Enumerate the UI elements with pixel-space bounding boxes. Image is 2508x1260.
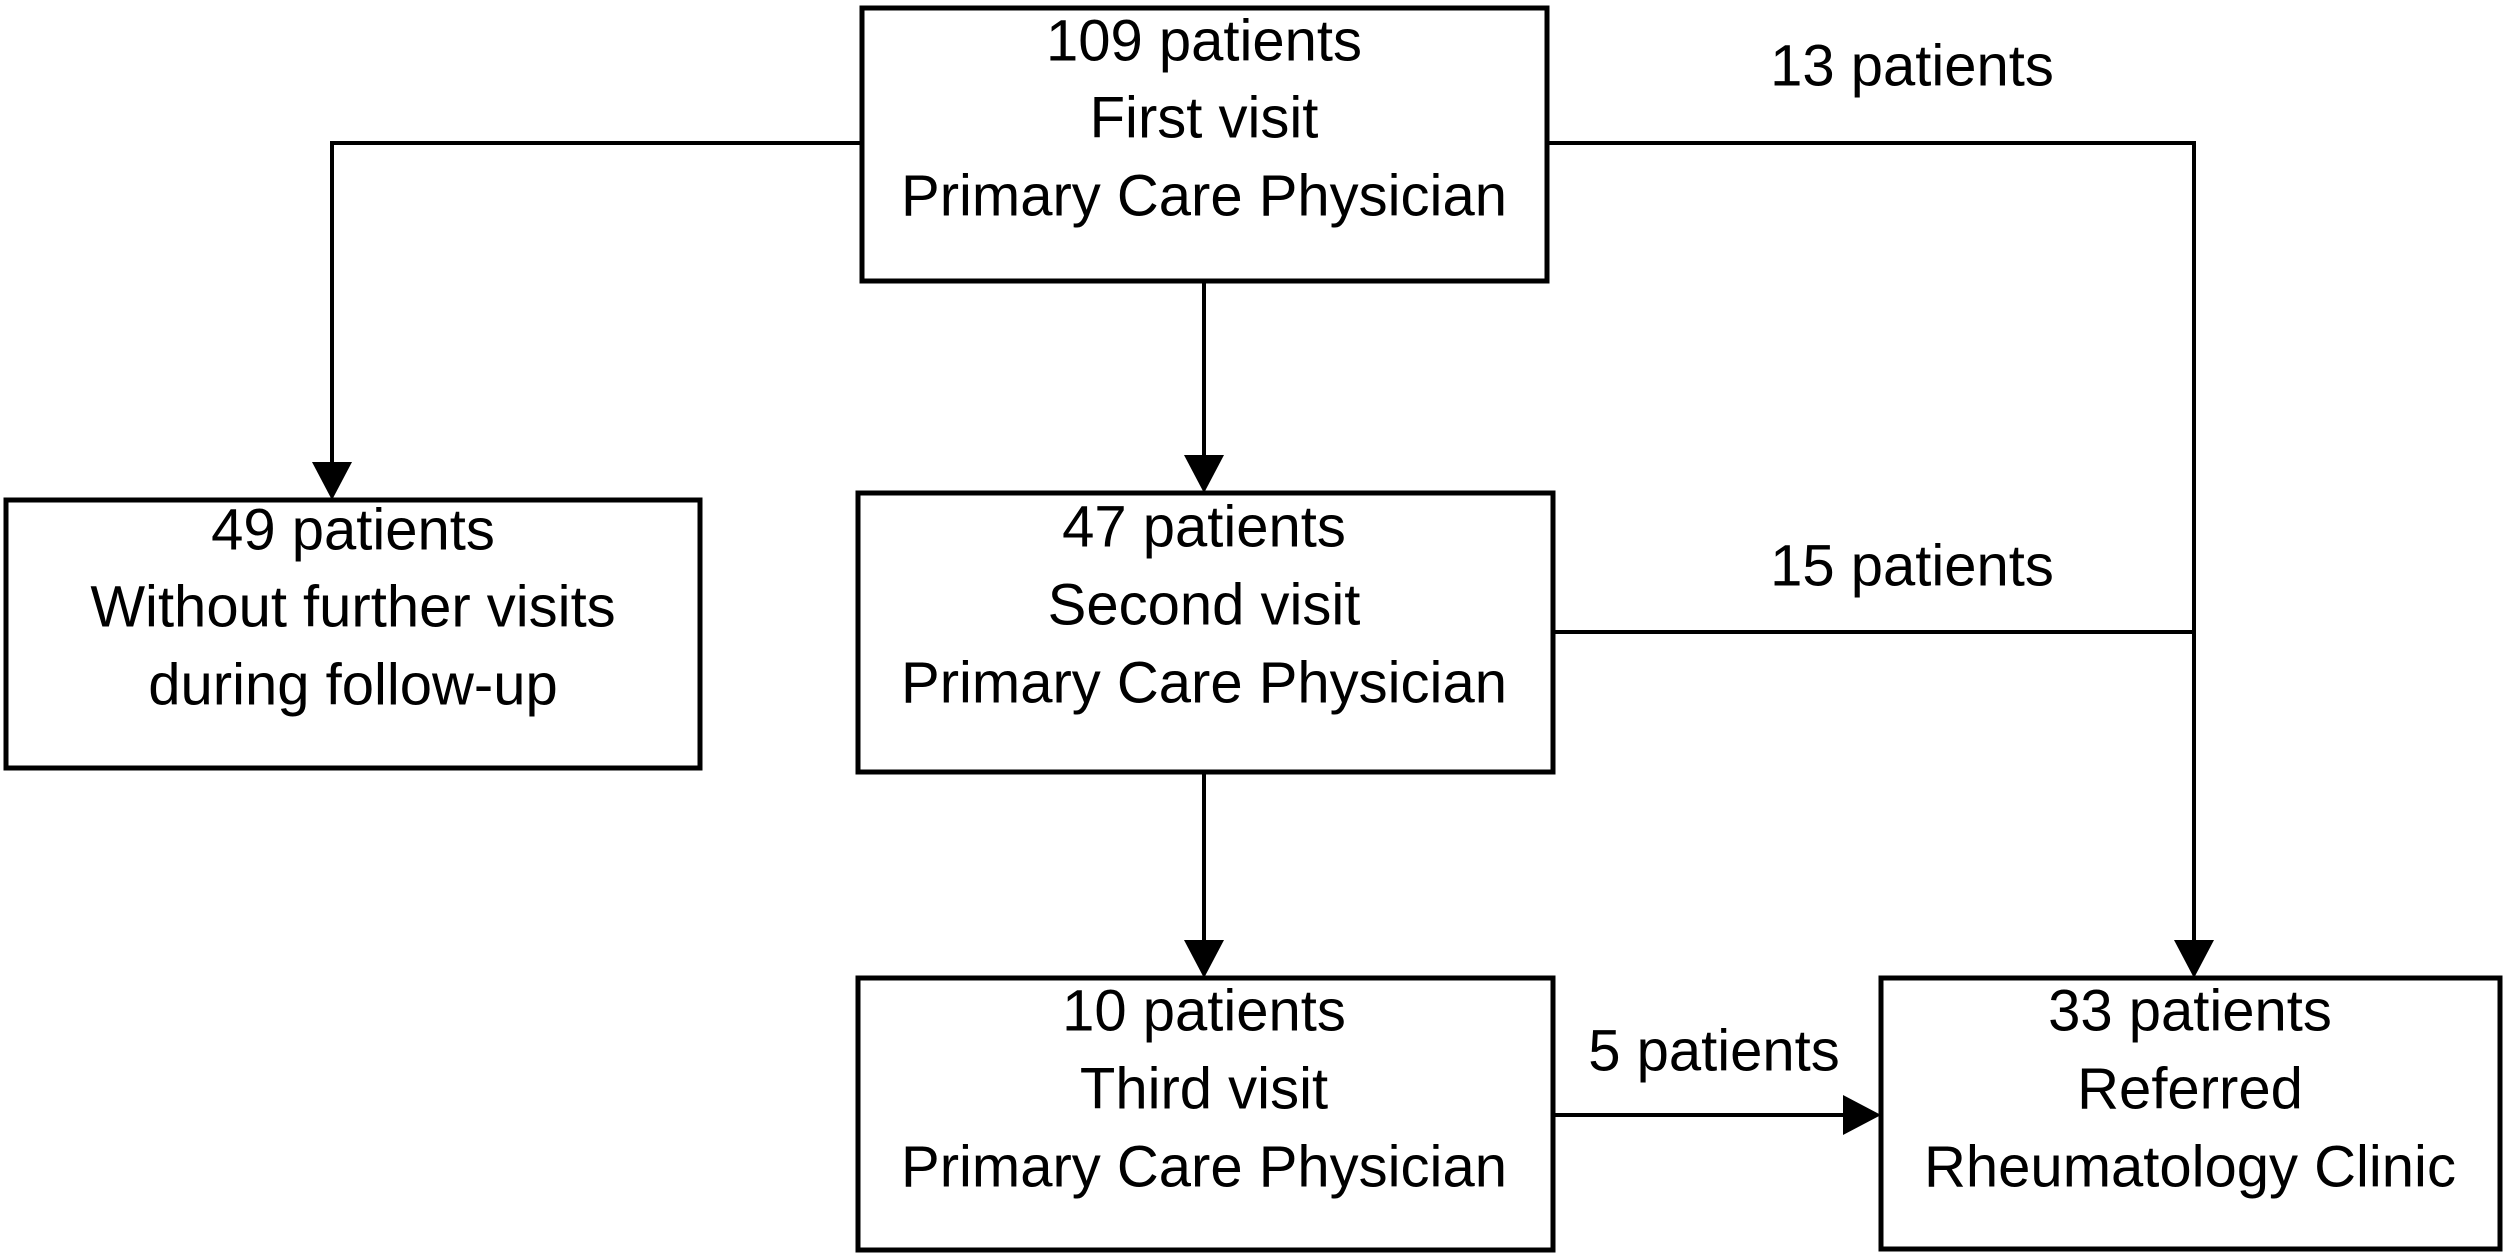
node-no-further-visits-line3: during follow-up xyxy=(148,652,557,717)
node-second-visit-line1: 47 patients xyxy=(1062,494,1346,559)
edge-first-to-referred-arrowhead xyxy=(2174,940,2214,978)
node-no-further-visits-line1: 49 patients xyxy=(211,497,495,562)
edge-label-first-to-referred: 13 patients xyxy=(1770,33,2054,98)
edge-first-to-referred-line xyxy=(1547,141,2196,965)
node-referred: 33 patients Referred Rheumatology Clinic xyxy=(1878,975,2503,1252)
node-second-visit-line2: Second visit xyxy=(1048,572,1361,637)
edge-first-to-no-further xyxy=(312,141,862,500)
node-referred-line2: Referred xyxy=(2077,1056,2303,1121)
node-third-visit-line3: Primary Care Physician xyxy=(901,1134,1507,1199)
node-second-visit: 47 patients Second visit Primary Care Ph… xyxy=(855,490,1556,775)
node-first-visit-line3: Primary Care Physician xyxy=(901,163,1507,228)
node-referred-line3: Rheumatology Clinic xyxy=(1924,1134,2456,1199)
node-third-visit-line1: 10 patients xyxy=(1062,978,1346,1043)
node-first-visit-box xyxy=(859,5,1550,284)
edge-second-to-third-arrowhead xyxy=(1184,940,1224,978)
edge-first-to-no-further-arrowhead xyxy=(312,462,352,500)
edge-first-to-referred xyxy=(1547,141,2214,978)
node-second-visit-box xyxy=(855,490,1556,775)
edge-first-to-no-further-line xyxy=(330,141,862,487)
edge-first-to-second-arrowhead xyxy=(1184,455,1224,493)
node-first-visit-line2: First visit xyxy=(1090,85,1319,150)
edge-label-third-to-referred: 5 patients xyxy=(1588,1018,1840,1083)
edge-third-to-referred-arrowhead xyxy=(1843,1095,1881,1135)
node-referred-box xyxy=(1878,975,2503,1252)
node-third-visit-line2: Third visit xyxy=(1080,1056,1328,1121)
edge-label-second-to-referred: 15 patients xyxy=(1770,533,2054,598)
edge-second-to-third xyxy=(1184,772,1224,978)
node-no-further-visits-box xyxy=(3,497,703,771)
node-first-visit: 109 patients First visit Primary Care Ph… xyxy=(859,5,1550,284)
edge-third-to-referred xyxy=(1553,1095,1881,1135)
edge-first-to-second xyxy=(1184,281,1224,493)
node-second-visit-line3: Primary Care Physician xyxy=(901,650,1507,715)
node-referred-line1: 33 patients xyxy=(2048,978,2332,1043)
node-third-visit-box xyxy=(855,975,1556,1253)
node-first-visit-line1: 109 patients xyxy=(1046,8,1362,73)
node-third-visit: 10 patients Third visit Primary Care Phy… xyxy=(855,975,1556,1253)
node-no-further-visits: 49 patients Without further visits durin… xyxy=(3,497,703,771)
node-no-further-visits-line2: Without further visits xyxy=(90,574,615,639)
